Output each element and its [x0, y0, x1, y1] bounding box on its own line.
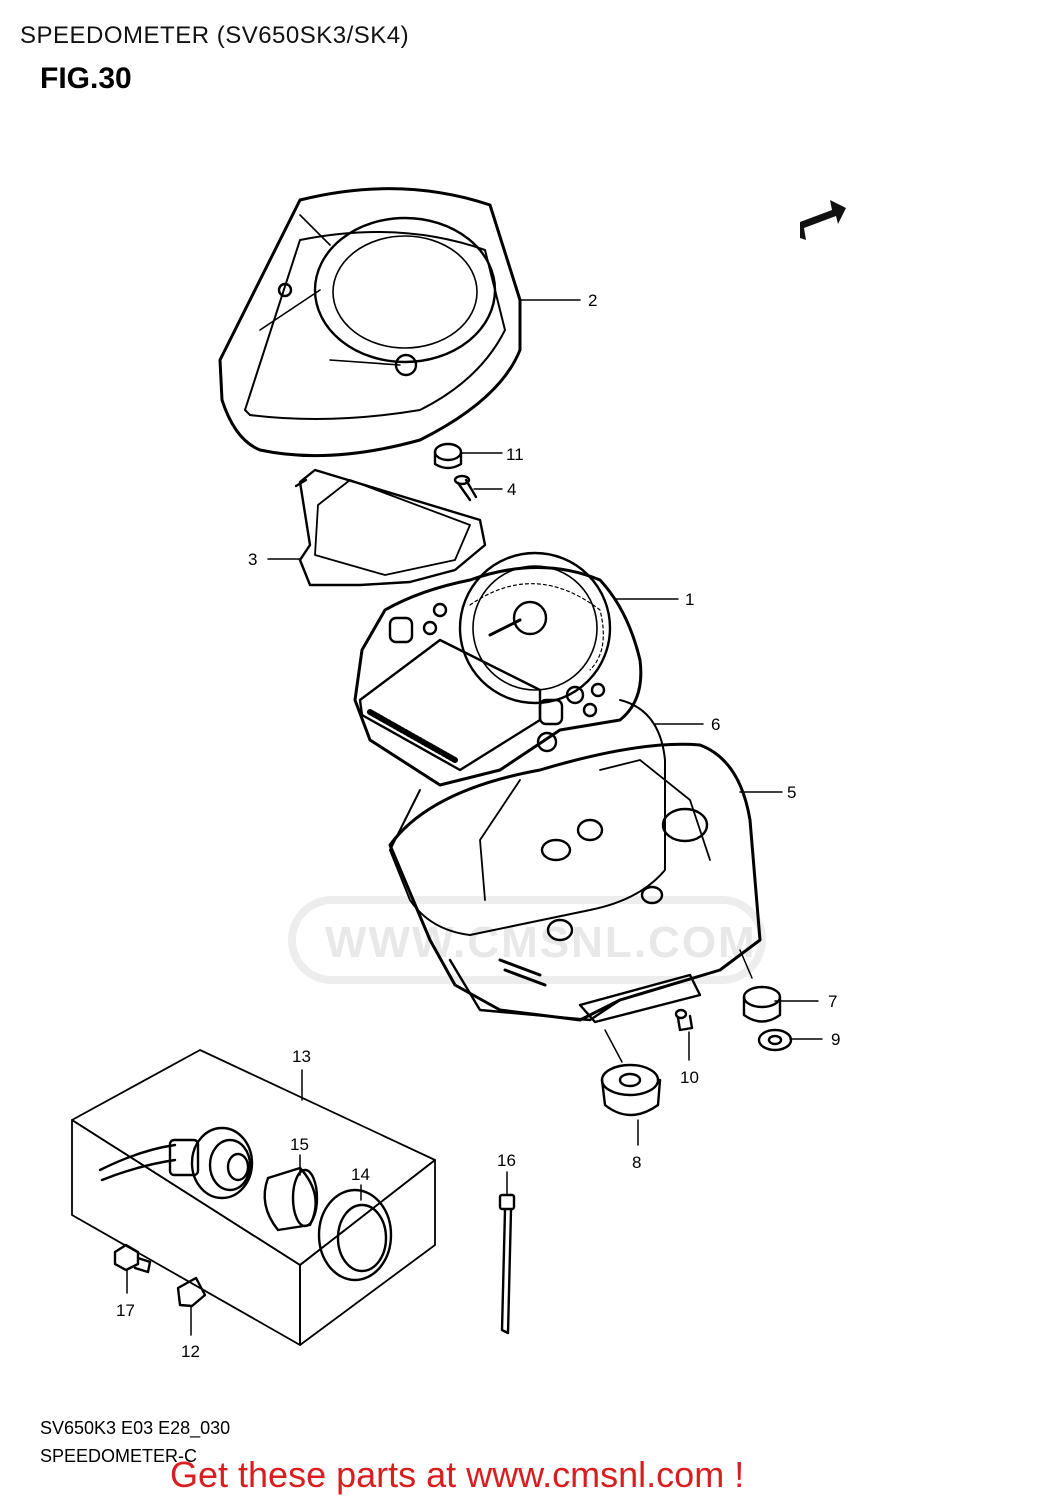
- callout-2: 2: [588, 291, 597, 310]
- part-9-washer: [757, 1028, 793, 1052]
- part-12-clip: [176, 1276, 207, 1308]
- callout-16: 16: [497, 1151, 516, 1170]
- callout-17: 17: [116, 1301, 135, 1320]
- part-6-wire: [389, 699, 666, 936]
- callout-1: 1: [685, 590, 694, 609]
- part-7-rubber-cushion: [742, 985, 782, 1023]
- callout-9: 9: [831, 1030, 840, 1049]
- diagram-name: SPEEDOMETER-C: [40, 1446, 198, 1466]
- page-title: SPEEDOMETER (SV650SK3/SK4): [20, 22, 410, 49]
- part-11-grommet: [433, 442, 463, 470]
- callout-5: 5: [787, 783, 796, 802]
- callout-12: 12: [181, 1342, 200, 1361]
- part-3-lcd-bracket: [294, 468, 487, 587]
- part-13-socket: [98, 1126, 254, 1200]
- part-13-bulb-assembly-box: [71, 1049, 436, 1346]
- part-14-ring: [317, 1188, 393, 1282]
- callout-8: 8: [632, 1153, 641, 1172]
- part-2-upper-cover: [218, 187, 522, 458]
- callout-3: 3: [248, 550, 257, 569]
- callout-15: 15: [290, 1135, 309, 1154]
- callout-4: 4: [507, 480, 516, 499]
- callout-11: 11: [506, 445, 524, 464]
- callout-10: 10: [680, 1068, 699, 1087]
- watermark: WWW.CMSNL.COM: [288, 896, 766, 984]
- part-8-cushion: [600, 1063, 662, 1117]
- part-1-meter-assembly: [353, 551, 643, 787]
- part-17-bolt: [113, 1243, 152, 1274]
- watermark-text: WWW.CMSNL.COM: [325, 918, 757, 967]
- promo-link[interactable]: Get these parts at www.cmsnl.com !: [170, 1454, 745, 1495]
- callout-labels: 2 11 4 3 1 6 5 7 9 10 8 13 15 14 16 17 1…: [116, 291, 840, 1361]
- callout-13: 13: [292, 1047, 311, 1066]
- callout-14: 14: [351, 1165, 370, 1184]
- part-5-lower-case: [388, 742, 762, 1024]
- part-16-cable-tie: [498, 1193, 516, 1335]
- part-15-bulb: [263, 1166, 319, 1232]
- part-10-bolt: [674, 1008, 694, 1032]
- leader-lines: [126, 299, 823, 1336]
- callout-6: 6: [711, 715, 720, 734]
- part-4-screw: [453, 474, 478, 502]
- fwd-arrow-icon: FWD: [800, 200, 846, 240]
- callout-7: 7: [828, 992, 837, 1011]
- diagram-code: SV650K3 E03 E28_030: [40, 1418, 231, 1438]
- figure-number: FIG.30: [40, 62, 132, 95]
